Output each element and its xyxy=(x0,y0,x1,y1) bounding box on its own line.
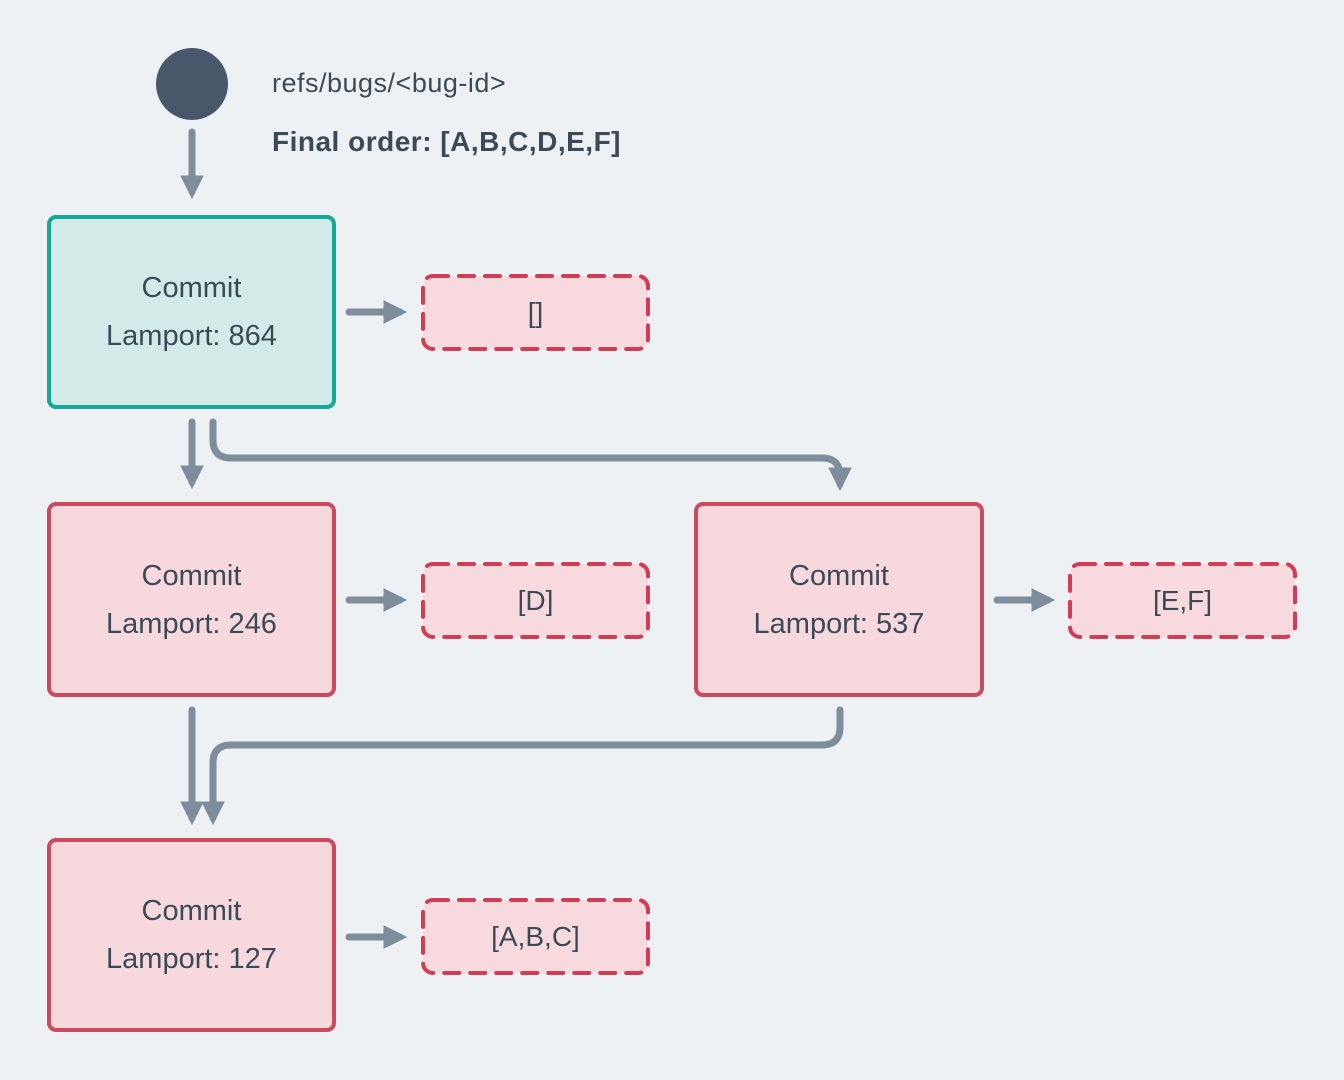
ops-list-537: [E,F] xyxy=(1152,584,1213,616)
commit-lamport: Lamport: 537 xyxy=(753,607,925,640)
branch-ref-circle xyxy=(156,48,228,120)
commit-node-864: Commit Lamport: 864 xyxy=(47,215,336,409)
commit-title: Commit xyxy=(789,559,889,592)
commit-node-127: Commit Lamport: 127 xyxy=(47,838,336,1032)
edge-537-to-127 xyxy=(201,706,844,826)
branch-ref-label: refs/bugs/<bug-id> xyxy=(272,68,507,98)
commit-lamport: Lamport: 864 xyxy=(106,320,277,352)
commit-lamport: Lamport: 246 xyxy=(106,607,277,640)
ops-list-864: [] xyxy=(527,296,544,328)
commit-node-246: Commit Lamport: 246 xyxy=(47,502,336,697)
commit-lamport: Lamport: 127 xyxy=(106,943,277,975)
ops-list-246: [D] xyxy=(517,584,554,616)
commit-title: Commit xyxy=(141,895,242,927)
final-order-label: Final order: [A,B,C,D,E,F] xyxy=(272,126,621,157)
commit-title: Commit xyxy=(141,272,242,304)
commit-title: Commit xyxy=(141,559,242,592)
ops-list-127: [A,B,C] xyxy=(491,920,580,952)
edge-864-to-537 xyxy=(209,418,852,492)
commit-node-537: Commit Lamport: 537 xyxy=(694,502,984,697)
